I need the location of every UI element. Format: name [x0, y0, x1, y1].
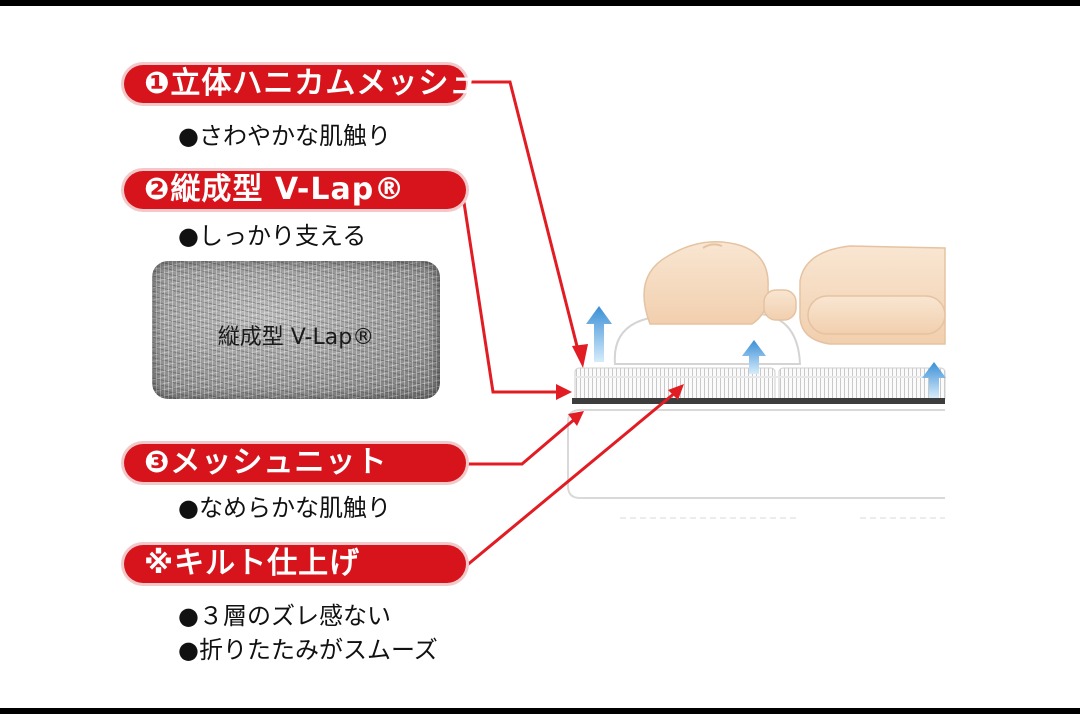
sleeping-figure	[643, 241, 946, 345]
callout-mesh-knit-note: ●なめらかな肌触り	[178, 494, 391, 522]
mattress-illustration	[461, 80, 946, 568]
callout-vlap-note: ●しっかり支える	[178, 222, 367, 250]
airflow-arrows	[586, 306, 946, 398]
vlap-sample-swatch: 縦成型 V-Lap®	[152, 261, 440, 399]
callout-quilt-note-1: ●３層のズレ感ない	[178, 602, 391, 630]
callout-quilt-title: ※キルト仕上げ	[124, 545, 466, 583]
diagram-canvas: ❶立体ハニカムメッシュ ●さわやかな肌触り ❷縦成型 V-Lap® ●しっかり支…	[0, 6, 1080, 708]
callout-honeycomb-mesh-note: ●さわやかな肌触り	[178, 122, 391, 150]
callout-mesh-knit-title: ❸メッシュニット	[124, 444, 466, 482]
top-mesh-layer	[572, 367, 946, 404]
callout-quilt-note-2: ●折りたたみがスムーズ	[178, 636, 438, 664]
callout-honeycomb-mesh-title: ❶立体ハニカムメッシュ	[124, 65, 479, 103]
connector-arrowheads	[556, 344, 684, 426]
connector-lines	[461, 80, 677, 568]
base-layer	[567, 409, 945, 499]
callout-vlap-title: ❷縦成型 V-Lap®	[124, 171, 466, 209]
vlap-sample-label: 縦成型 V-Lap®	[217, 325, 375, 350]
